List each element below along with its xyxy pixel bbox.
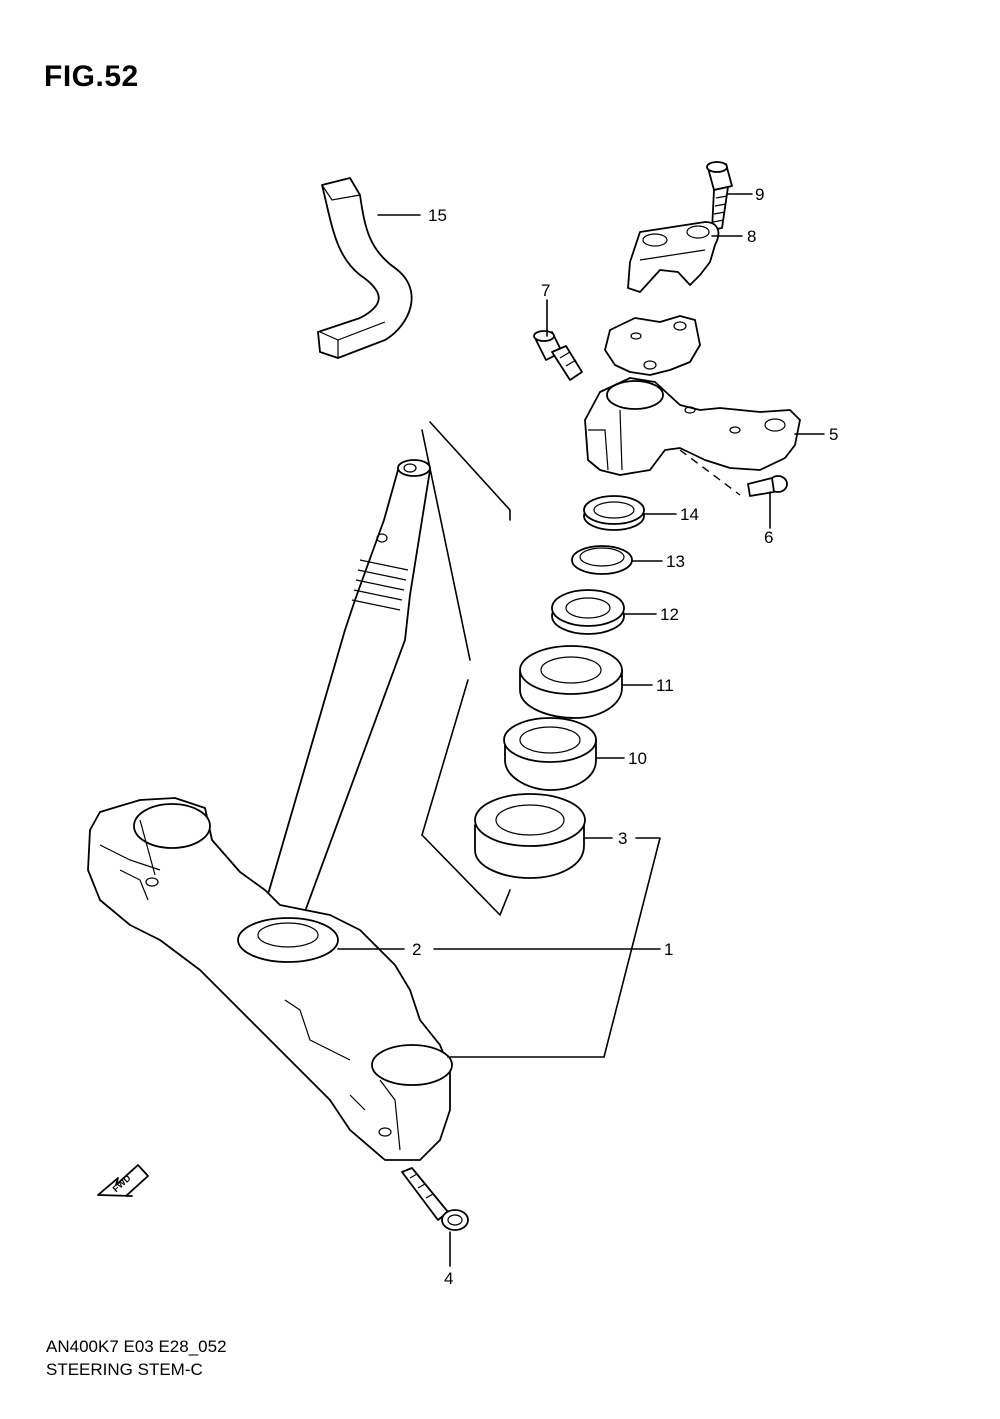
part-1-steering-stem [87,459,453,1161]
leader-lines [337,193,825,1267]
part-3-bearing [474,793,586,879]
footer-name: STEERING STEM-C [46,1360,203,1379]
callout-11: 11 [656,676,674,695]
assembly-outline [421,421,511,916]
callout-15: 15 [428,206,447,225]
callout-4: 4 [444,1269,453,1288]
callout-12: 12 [660,605,679,624]
part-12-nut [551,589,625,635]
part-5-upper-bracket [584,315,801,496]
callout-14: 14 [680,505,699,524]
part-6-bolt [747,475,788,497]
callout-6: 6 [764,528,773,547]
assembly-outline-2 [421,429,471,836]
figure-title: FIG.52 [44,60,139,93]
part-8-clamp [627,221,720,293]
part-9-bolt [706,161,733,231]
part-4-bolt [401,1167,469,1231]
callout-10: 10 [628,749,647,768]
part-10-bearing [503,717,597,791]
callout-labels: 15 9 8 7 5 6 14 13 12 11 10 3 2 1 4 [412,185,838,1288]
footer-code: AN400K7 E03 E28_052 [46,1337,227,1356]
callout-13: 13 [666,552,685,571]
callout-3: 3 [618,829,627,848]
callout-8: 8 [747,227,756,246]
callout-5: 5 [829,425,838,444]
fwd-arrow-icon: FWD [97,1164,149,1197]
part-7-bolt [533,330,583,381]
part-15-hose [317,177,413,359]
callout-2: 2 [412,940,421,959]
part-14-locknut [583,495,645,531]
part-11-seal [519,645,623,719]
callout-9: 9 [755,185,764,204]
part-13-washer [571,545,633,575]
callout-1: 1 [664,940,673,959]
callout-7: 7 [541,281,550,300]
